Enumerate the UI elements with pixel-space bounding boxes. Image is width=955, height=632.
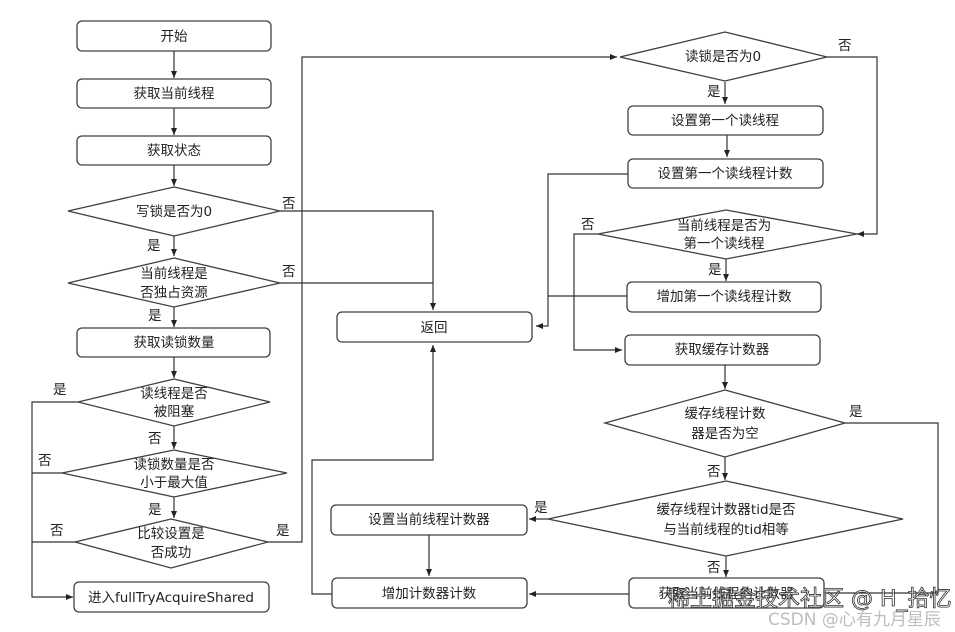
label-exclusive-no: 否: [282, 264, 296, 280]
node-get-read-count: 获取读锁数量: [76, 327, 271, 358]
label-cas-yes: 是: [276, 523, 290, 539]
svg-text:缓存线程计数器tid是否: 缓存线程计数器tid是否: [656, 502, 795, 518]
svg-text:设置当前线程计数器: 设置当前线程计数器: [368, 511, 490, 528]
svg-text:器是否为空: 器是否为空: [691, 426, 759, 442]
svg-text:被阻塞: 被阻塞: [154, 403, 195, 420]
label-write-lock-no: 否: [282, 196, 296, 212]
label-exclusive-yes: 是: [148, 308, 162, 324]
node-get-thread: 获取当前线程: [76, 78, 272, 109]
node-inc-first-reader-count: 增加第一个读线程计数: [626, 281, 822, 313]
node-read-count-lt-max: 读锁数量是否 小于最大值: [61, 449, 288, 498]
edge-is-first-no: [573, 233, 622, 353]
svg-text:比较设置是: 比较设置是: [137, 526, 205, 542]
svg-text:第一个读线程: 第一个读线程: [684, 235, 765, 252]
node-get-cached-counter: 获取缓存计数器: [624, 334, 821, 366]
node-get-current-counter: 获取当前线程的计数器: [628, 577, 825, 609]
svg-text:获取缓存计数器: 获取缓存计数器: [675, 342, 770, 358]
label-null-yes: 是: [849, 404, 863, 420]
edge-fail-to-full-try: [31, 401, 78, 600]
svg-text:获取当前线程的计数器: 获取当前线程的计数器: [659, 585, 794, 602]
svg-text:设置第一个读线程: 设置第一个读线程: [671, 112, 779, 129]
label-is-first-no: 否: [581, 217, 595, 233]
svg-text:设置第一个读线程计数: 设置第一个读线程计数: [658, 165, 793, 182]
svg-text:增加计数器计数: 增加计数器计数: [382, 586, 477, 602]
node-set-first-reader-count: 设置第一个读线程计数: [627, 158, 824, 189]
svg-text:获取当前线程: 获取当前线程: [134, 85, 215, 102]
label-write-lock-yes: 是: [147, 238, 161, 254]
label-max-no: 否: [38, 453, 52, 469]
label-read-lock-no: 否: [838, 38, 852, 54]
node-cas-success: 比较设置是 否成功: [74, 518, 269, 569]
node-reader-blocked: 读线程是否 被阻塞: [77, 378, 271, 427]
label-null-no: 否: [707, 464, 721, 480]
label-is-first-yes: 是: [708, 262, 722, 278]
node-full-try-acquire: 进入fullTryAcquireShared: [73, 581, 270, 613]
edge-null-yes: [824, 422, 939, 594]
edge-inc-to-return: [311, 345, 436, 595]
node-inc-counter: 增加计数器计数: [331, 577, 528, 609]
svg-text:读锁数量是否: 读锁数量是否: [134, 457, 215, 473]
svg-text:开始: 开始: [161, 29, 188, 45]
svg-text:读锁是否为0: 读锁是否为0: [685, 49, 761, 65]
edge-read-lock-no: [827, 56, 878, 237]
svg-text:进入fullTryAcquireShared: 进入fullTryAcquireShared: [88, 590, 254, 606]
edges: [31, 51, 939, 600]
svg-text:增加第一个读线程计数: 增加第一个读线程计数: [657, 288, 792, 305]
svg-text:获取读锁数量: 获取读锁数量: [134, 335, 215, 351]
edge-first-count-to-return: [536, 173, 628, 329]
svg-text:获取状态: 获取状态: [147, 143, 201, 159]
node-tid-equal: 缓存线程计数器tid是否 与当前线程的tid相等: [547, 480, 904, 557]
node-write-lock-zero: 写锁是否为0: [67, 186, 281, 237]
node-read-lock-zero: 读锁是否为0: [619, 31, 828, 82]
svg-text:否成功: 否成功: [151, 545, 192, 561]
svg-text:小于最大值: 小于最大值: [140, 475, 208, 491]
node-start: 开始: [76, 20, 272, 52]
svg-text:与当前线程的tid相等: 与当前线程的tid相等: [663, 521, 789, 538]
svg-text:读线程是否: 读线程是否: [140, 386, 208, 402]
node-is-first-reader: 当前线程是否为 第一个读线程: [597, 209, 858, 260]
label-blocked-no: 否: [148, 431, 162, 447]
label-max-yes: 是: [148, 502, 162, 518]
node-set-current-counter: 设置当前线程计数器: [330, 504, 528, 536]
svg-text:写锁是否为0: 写锁是否为0: [136, 204, 212, 220]
edge-write-lock-no-to-return: [280, 210, 436, 310]
watermark-csdn: CSDN @心有九月星辰: [768, 610, 941, 630]
label-read-lock-yes: 是: [707, 84, 721, 100]
node-cached-null: 缓存线程计数 器是否为空: [602, 389, 848, 458]
label-cas-no: 否: [50, 523, 64, 539]
watermark-juejin: 稀土掘金技术社区 @ H_拾忆: [668, 587, 952, 612]
node-return: 返回: [336, 311, 533, 343]
label-tid-yes: 是: [534, 500, 548, 516]
node-exclusive: 当前线程是 否独占资源: [67, 257, 281, 308]
svg-text:缓存线程计数: 缓存线程计数: [685, 406, 766, 422]
label-blocked-yes: 是: [53, 382, 67, 398]
svg-text:当前线程是否为: 当前线程是否为: [677, 217, 772, 234]
svg-text:否独占资源: 否独占资源: [140, 285, 208, 301]
label-tid-no: 否: [707, 560, 721, 576]
edge-labels: 否 是 否 是 是 否 否 是 否 是 否 是 否 是 是 否 是 否: [38, 38, 863, 576]
node-set-first-reader: 设置第一个读线程: [627, 105, 824, 136]
edge-cas-yes-to-read-lock: [268, 54, 617, 543]
node-get-state: 获取状态: [76, 135, 272, 166]
svg-text:返回: 返回: [421, 320, 448, 336]
svg-text:当前线程是: 当前线程是: [140, 265, 208, 282]
